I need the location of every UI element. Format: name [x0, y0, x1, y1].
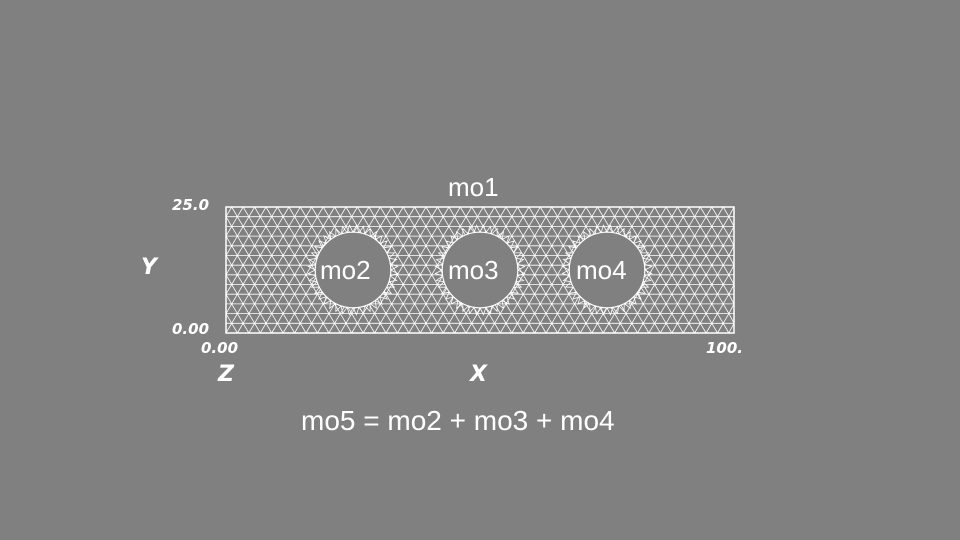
hole-mo3: [434, 224, 526, 316]
hole-refinement-ring: [434, 224, 526, 316]
hole-label-mo2: mo2: [320, 255, 371, 285]
hole-disk: [441, 231, 519, 309]
hole-refinement-ring: [307, 224, 399, 316]
hole-refinement-ring: [561, 224, 653, 316]
hole-disk: [568, 231, 646, 309]
y-axis-name: Y: [141, 255, 157, 280]
hole-label-mo4: mo4: [576, 255, 627, 285]
hole-disk: [314, 231, 392, 309]
hole-mo2: [307, 224, 399, 316]
x-axis-name: X: [470, 362, 487, 387]
y-max-tick: 25.0: [172, 196, 210, 214]
formula-text: mo5 = mo2 + mo3 + mo4: [301, 405, 615, 436]
mesh-holes: [307, 224, 653, 316]
hole-mo4: [561, 224, 653, 316]
hole-label-mo3: mo3: [448, 255, 499, 285]
x-min-tick: 0.00: [201, 339, 239, 357]
x-max-tick: 100.: [706, 339, 744, 357]
y-min-tick: 0.00: [172, 320, 210, 338]
domain-border: [225, 206, 735, 334]
z-axis-name: Z: [218, 362, 234, 387]
outer-region-label: mo1: [448, 172, 499, 202]
